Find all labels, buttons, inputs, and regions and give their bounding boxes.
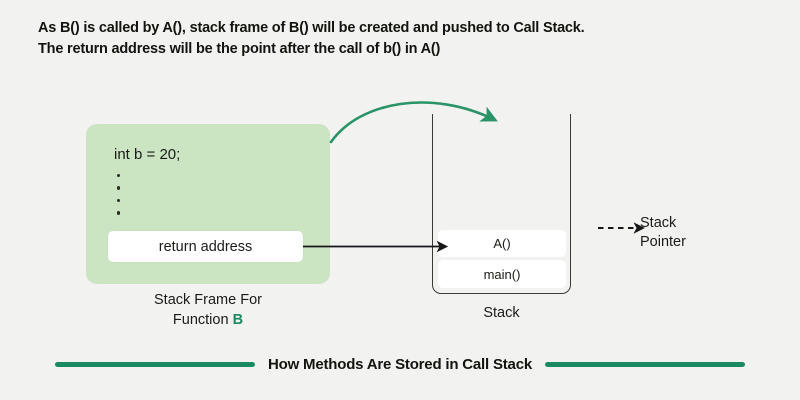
vertical-ellipsis-icon [117, 174, 121, 215]
caption-text: How Methods Are Stored in Call Stack [268, 356, 532, 373]
frame-code-line: int b = 20; [114, 146, 181, 163]
heading-line-1: As B() is called by A(), stack frame of … [38, 20, 585, 36]
stack-pointer-line-2: Pointer [640, 233, 686, 250]
ellipsis-dot [117, 211, 121, 215]
stack-pointer-line-1: Stack [640, 215, 677, 231]
diagram-heading: As B() is called by A(), stack frame of … [38, 18, 768, 60]
stack-row: A() [438, 230, 566, 257]
ellipsis-dot [117, 186, 121, 190]
caption-rule-right [544, 362, 745, 367]
return-address-box: return address [108, 231, 303, 262]
ellipsis-dot [117, 198, 121, 203]
stack-frame-caption: Stack Frame For Function B [86, 291, 330, 330]
frame-caption-line-2: Function B [86, 311, 330, 331]
heading-line-2: The return address will be the point aft… [38, 41, 441, 58]
stack-container [432, 114, 571, 294]
frame-caption-function-word: Function [172, 311, 229, 328]
stack-frame-box: int b = 20; return address [86, 124, 330, 284]
stack-caption: Stack [483, 305, 520, 321]
stack-row: main() [438, 260, 566, 288]
frame-caption-function-name: B [232, 311, 244, 328]
caption-rule-left [55, 362, 256, 367]
stack-pointer-label: Stack Pointer [640, 214, 686, 252]
ellipsis-dot [117, 174, 121, 178]
frame-caption-line-1: Stack Frame For [154, 292, 262, 308]
bottom-caption: How Methods Are Stored in Call Stack [0, 356, 800, 373]
